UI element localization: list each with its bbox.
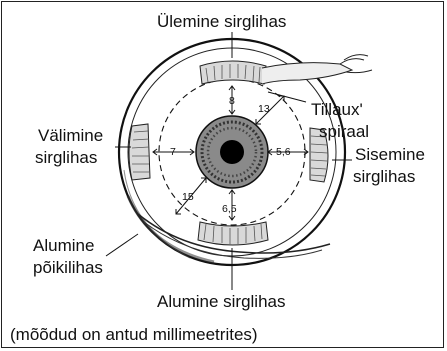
distance-inferior: 6,5 — [222, 203, 237, 215]
tillaux-spiral-label-line1: Tillaux' — [311, 100, 363, 119]
inferior-rectus-label: Alumine sirglihas — [157, 292, 286, 311]
distance-medial: 5,6 — [276, 146, 291, 158]
inferior-oblique-label-line2: põikilihas — [33, 258, 103, 277]
distance-lateral: 7 — [170, 146, 176, 158]
distance-superior: 8 — [229, 95, 235, 107]
tillaux-spiral-label-line2: spiraal — [319, 122, 369, 141]
units-footnote: (mõõdud on antud millimeetrites) — [10, 325, 258, 344]
lateral-rectus-label-line1: Välimine — [38, 126, 103, 145]
medial-rectus-label-line2: sirglihas — [353, 167, 415, 186]
medial-rectus-label-line1: Sisemine — [355, 145, 425, 164]
superior-rectus-label: Ülemine sirglihas — [157, 12, 286, 31]
distance-inferior-oblique: 15 — [182, 191, 194, 203]
superior-oblique-muscle — [262, 63, 352, 84]
superior-rectus-insertion — [200, 61, 266, 84]
pupil — [220, 140, 244, 164]
lateral-rectus-label-line2: sirglihas — [35, 148, 97, 167]
inferior-oblique-label-line1: Alumine — [33, 236, 94, 255]
distance-superior-oblique: 13 — [258, 103, 270, 115]
